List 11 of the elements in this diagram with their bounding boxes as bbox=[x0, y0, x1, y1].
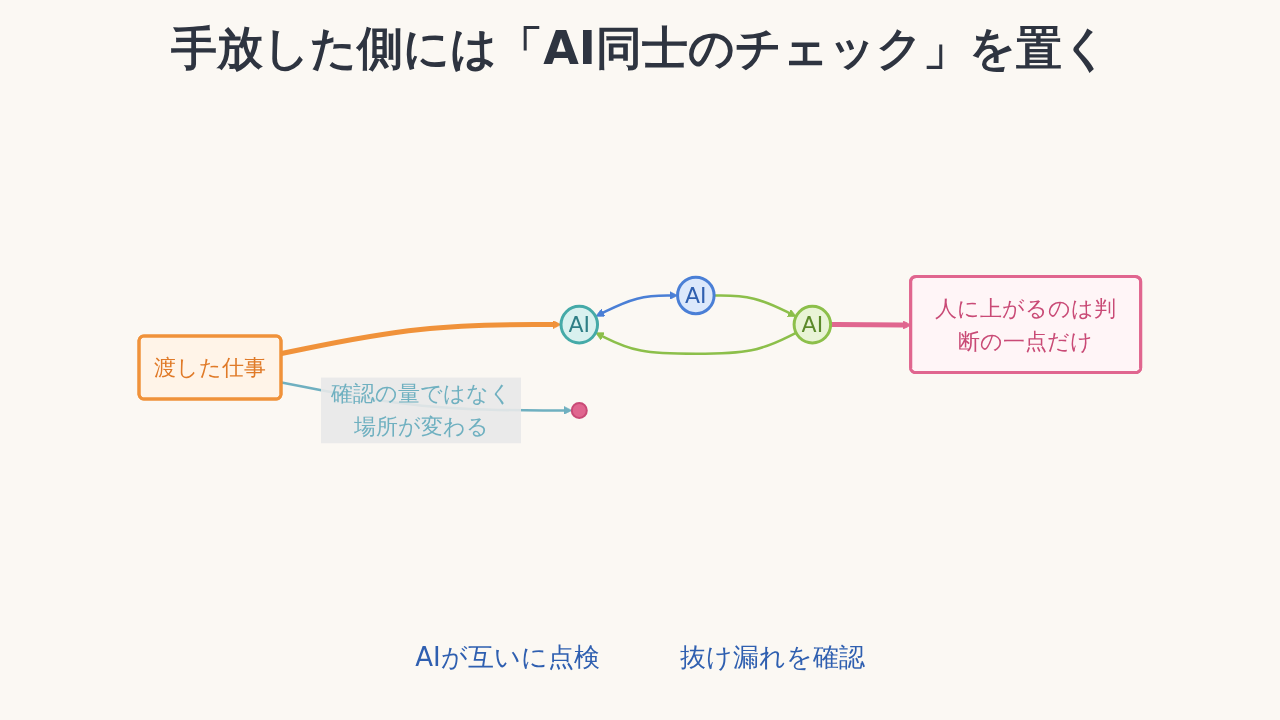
node-pin bbox=[570, 401, 588, 419]
note-text: 抜け漏れを確認 bbox=[679, 641, 865, 674]
title: 手放した側には「AI同士のチェック」を置く bbox=[170, 20, 1110, 77]
arrow bbox=[281, 320, 562, 356]
node-circle: AI bbox=[792, 304, 833, 345]
arrow bbox=[714, 294, 797, 317]
arrow bbox=[595, 331, 797, 355]
node-circle: AI bbox=[559, 304, 600, 345]
edge-label: 確認の量ではなく場所が変わる bbox=[330, 381, 512, 440]
node-circle: AI bbox=[676, 275, 716, 316]
note-text: AIが互いに点検 bbox=[415, 641, 600, 674]
